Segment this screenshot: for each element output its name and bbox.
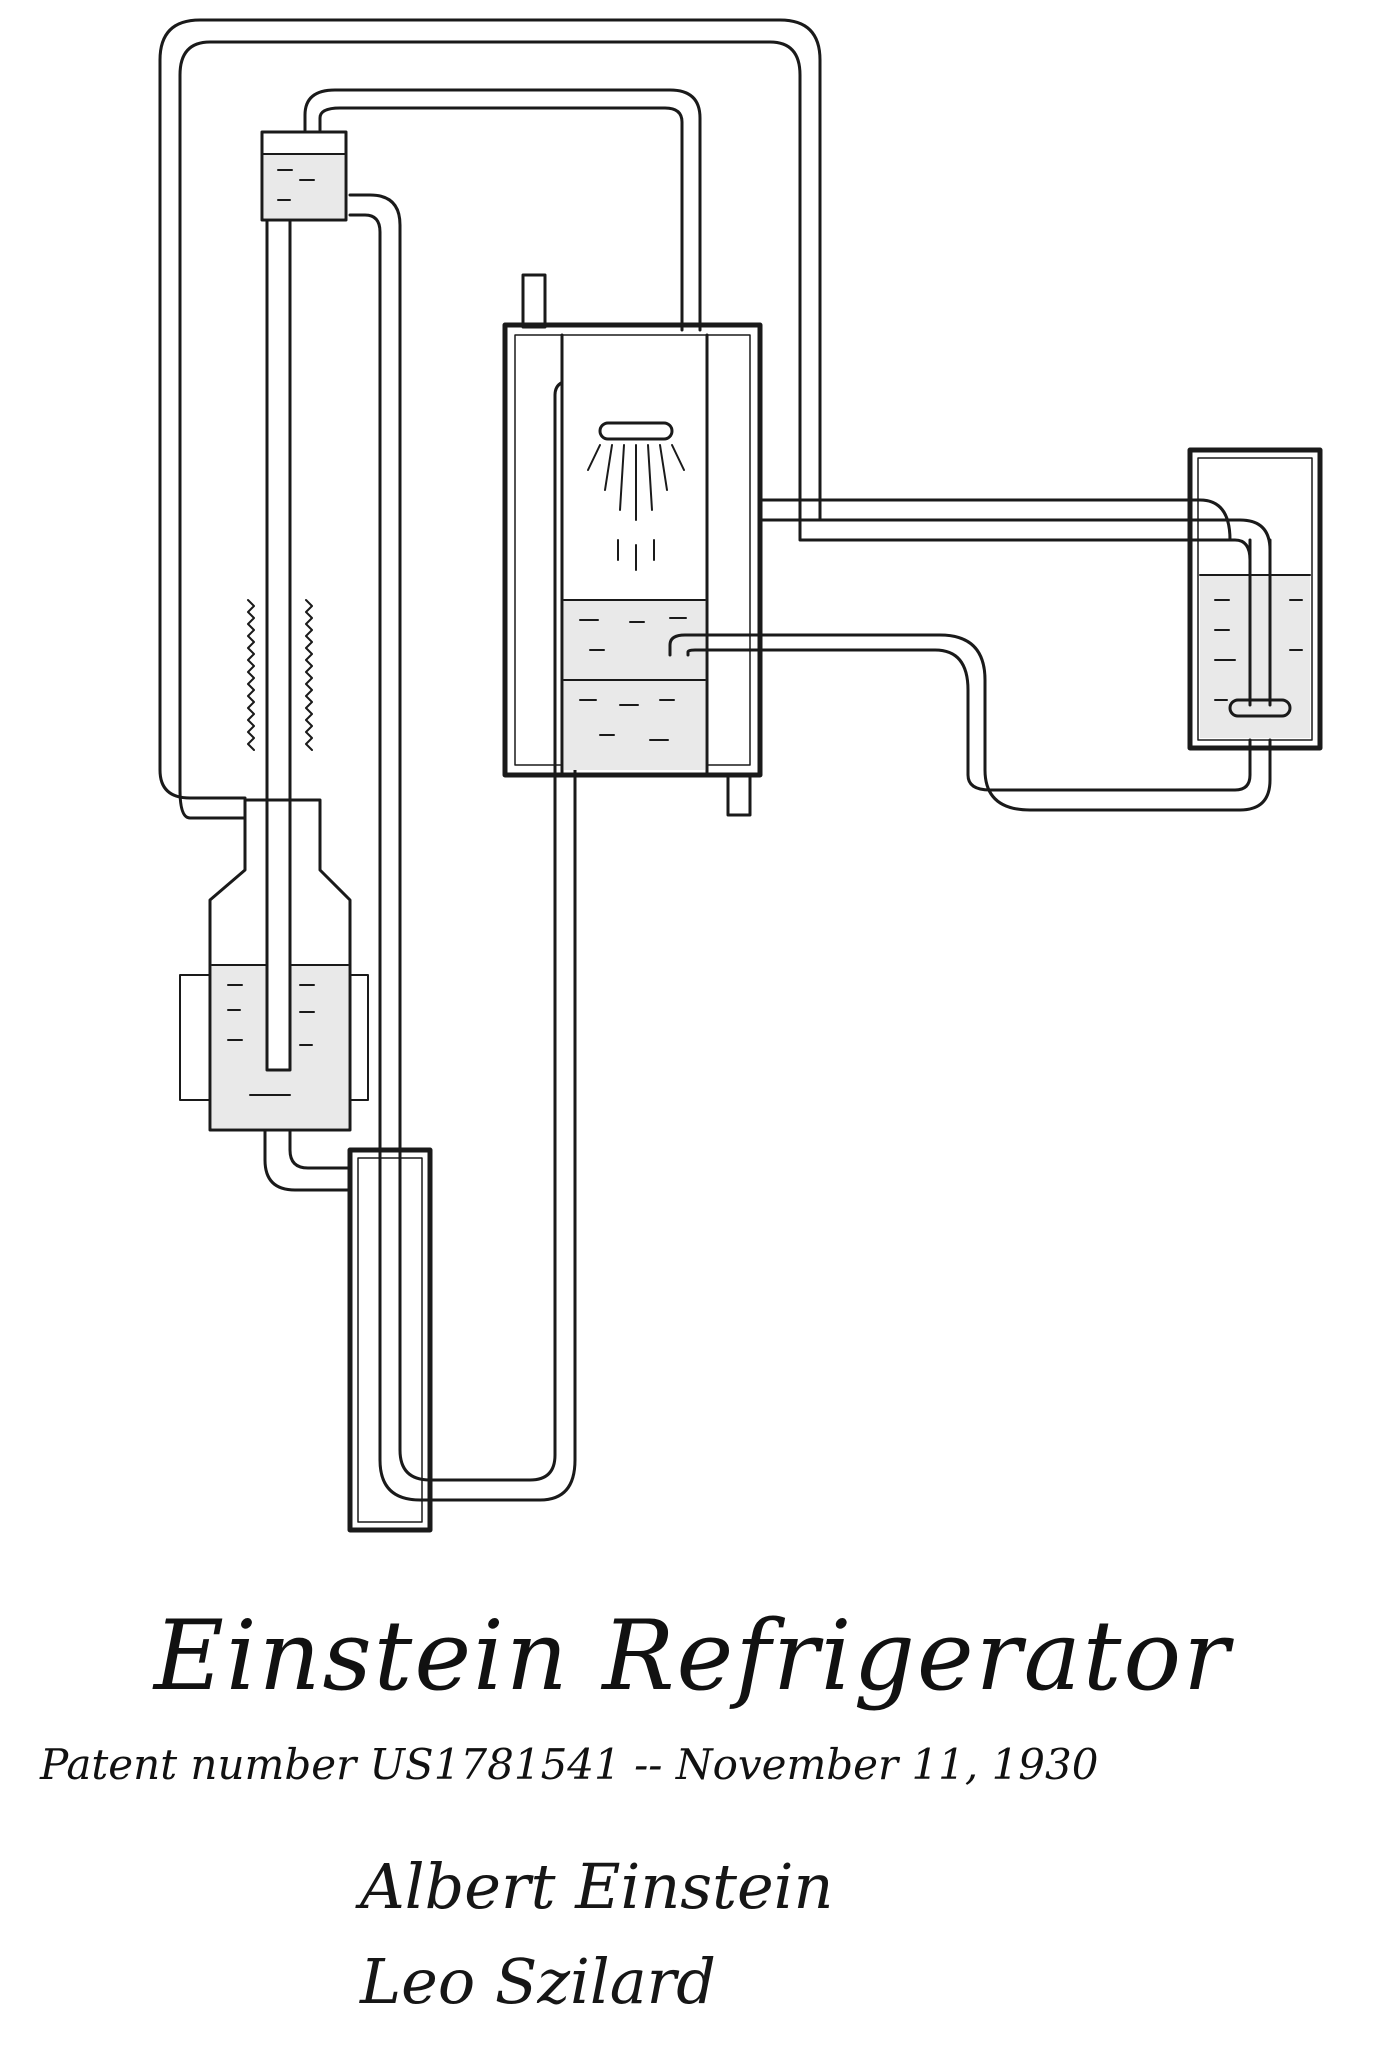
title: Einstein Refrigerator bbox=[153, 1600, 1232, 1712]
outer-return-pipe bbox=[158, 18, 1272, 800]
spray-head bbox=[598, 421, 674, 441]
heat-exchanger bbox=[347, 1147, 433, 1533]
signature-szilard: Leo Szilard bbox=[360, 1945, 716, 2018]
drain-stub bbox=[726, 773, 752, 817]
cold-pipe bbox=[758, 498, 1232, 542]
top-reservoir bbox=[260, 130, 348, 222]
evaporator-housing bbox=[502, 322, 763, 778]
generator-bottle bbox=[208, 798, 352, 1132]
liquid-marks bbox=[227, 169, 1303, 1096]
vent-stub bbox=[521, 273, 547, 329]
condenser-box bbox=[1187, 447, 1323, 751]
spray-jets bbox=[587, 444, 685, 571]
return-loop bbox=[698, 633, 1272, 812]
subtitle: Patent number US1781541 -- November 11, … bbox=[40, 1740, 1099, 1789]
patent-diagram bbox=[158, 18, 1323, 1533]
vapor-pipe bbox=[303, 88, 702, 332]
heater-coil bbox=[247, 599, 255, 751]
signature-einstein: Albert Einstein bbox=[360, 1850, 834, 1923]
